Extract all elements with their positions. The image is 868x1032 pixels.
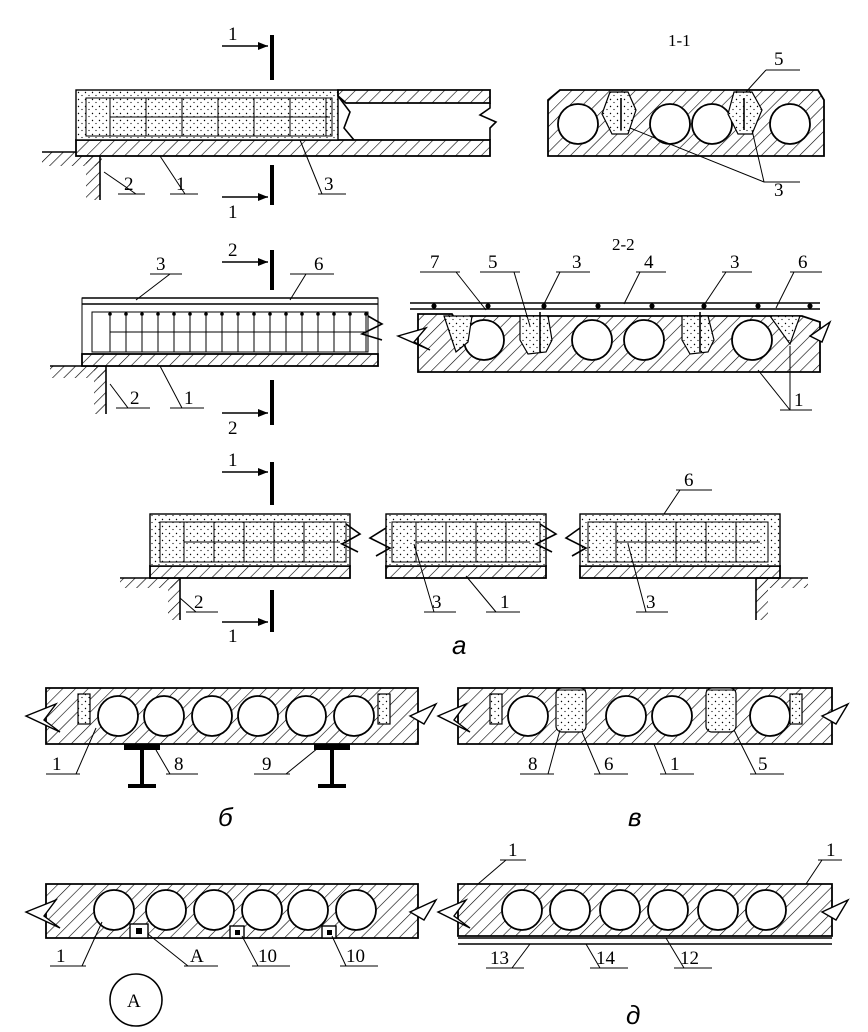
label-8-b: 8 — [174, 754, 184, 775]
label-1-sec22: 1 — [794, 390, 804, 411]
void-hole — [191, 695, 233, 737]
label-13: 13 — [490, 948, 509, 969]
label-2-row1: 2 — [124, 174, 134, 195]
label-3a-sec22: 3 — [572, 252, 582, 273]
void-hole — [557, 103, 599, 145]
void-hole — [599, 889, 641, 931]
label-6-row2: 6 — [314, 254, 324, 275]
view-a1-longitudinal — [42, 35, 498, 205]
void-hole — [97, 695, 139, 737]
label-3-sec11: 3 — [774, 180, 784, 201]
label-1-d-left: 1 — [56, 946, 66, 967]
label-7-sec22: 7 — [430, 252, 440, 273]
void-hole — [333, 695, 375, 737]
view-b — [24, 687, 438, 788]
label-1-row2: 1 — [184, 388, 194, 409]
void-hole — [571, 319, 613, 361]
label-3b-sec22: 3 — [730, 252, 740, 273]
label-10a: 10 — [258, 946, 277, 967]
void-hole — [285, 695, 327, 737]
label-12: 12 — [680, 948, 699, 969]
section-2-2 — [395, 302, 832, 373]
label-6-sec22: 6 — [798, 252, 808, 273]
void-hole — [549, 889, 591, 931]
void-hole — [769, 103, 811, 145]
label-14: 14 — [596, 948, 616, 969]
view-a2-longitudinal — [50, 250, 384, 425]
void-hole — [647, 889, 689, 931]
void-hole — [335, 889, 377, 931]
label-section-2-2: 2-2 — [612, 235, 635, 254]
void-hole — [745, 889, 787, 931]
void-hole — [697, 889, 739, 931]
caption-b: б — [218, 802, 234, 832]
caption-v: в — [628, 802, 642, 832]
label-9-b: 9 — [262, 754, 272, 775]
void-hole — [145, 889, 187, 931]
label-section-1-top: 1 — [228, 24, 238, 45]
label-3a-row3: 3 — [432, 592, 442, 613]
label-1-row1: 1 — [176, 174, 186, 195]
void-hole — [605, 695, 647, 737]
label-2-row3: 2 — [194, 592, 204, 613]
void-hole — [193, 889, 235, 931]
label-3b-row3: 3 — [646, 592, 656, 613]
void-hole — [749, 695, 791, 737]
void-hole — [507, 695, 549, 737]
label-10b: 10 — [346, 946, 365, 967]
label-section-1-bottom: 1 — [228, 202, 238, 223]
label-3-row2: 3 — [156, 254, 166, 275]
caption-a: а — [452, 630, 466, 660]
void-hole — [501, 889, 543, 931]
void-hole — [143, 695, 185, 737]
label-1-d-right-a: 1 — [508, 840, 518, 861]
label-A-pointer: A — [190, 946, 204, 967]
label-8-v: 8 — [528, 754, 538, 775]
void-hole — [93, 889, 135, 931]
label-A-circle: A — [127, 991, 141, 1012]
void-hole — [691, 103, 733, 145]
view-d-left — [24, 883, 438, 1027]
label-1-b: 1 — [52, 754, 62, 775]
view-d-right — [436, 883, 850, 945]
label-6-row3: 6 — [684, 470, 694, 491]
label-4-sec22: 4 — [644, 252, 654, 273]
void-hole — [731, 319, 773, 361]
label-section-2-bottom: 2 — [228, 418, 238, 439]
label-section-1-row3-bottom: 1 — [228, 626, 238, 647]
label-section-2-top: 2 — [228, 240, 238, 261]
label-1-row3: 1 — [500, 592, 510, 613]
label-section-1-1: 1-1 — [668, 31, 691, 50]
section-1-1 — [547, 69, 825, 183]
void-hole — [623, 319, 665, 361]
slab-1 — [75, 139, 491, 157]
label-5-v: 5 — [758, 754, 768, 775]
label-1-v: 1 — [670, 754, 680, 775]
view-v — [436, 687, 850, 745]
label-5-sec11: 5 — [774, 49, 784, 70]
label-1-d-right-b: 1 — [826, 840, 836, 861]
label-5-sec22: 5 — [488, 252, 498, 273]
label-6-v: 6 — [604, 754, 614, 775]
label-section-1-row3-top: 1 — [228, 450, 238, 471]
label-2-row2: 2 — [130, 388, 140, 409]
void-hole — [241, 889, 283, 931]
view-a3-continuous — [120, 462, 808, 632]
void-hole — [237, 695, 279, 737]
void-hole — [287, 889, 329, 931]
void-hole — [651, 695, 693, 737]
caption-d: д — [626, 1000, 640, 1030]
label-3-row1: 3 — [324, 174, 334, 195]
